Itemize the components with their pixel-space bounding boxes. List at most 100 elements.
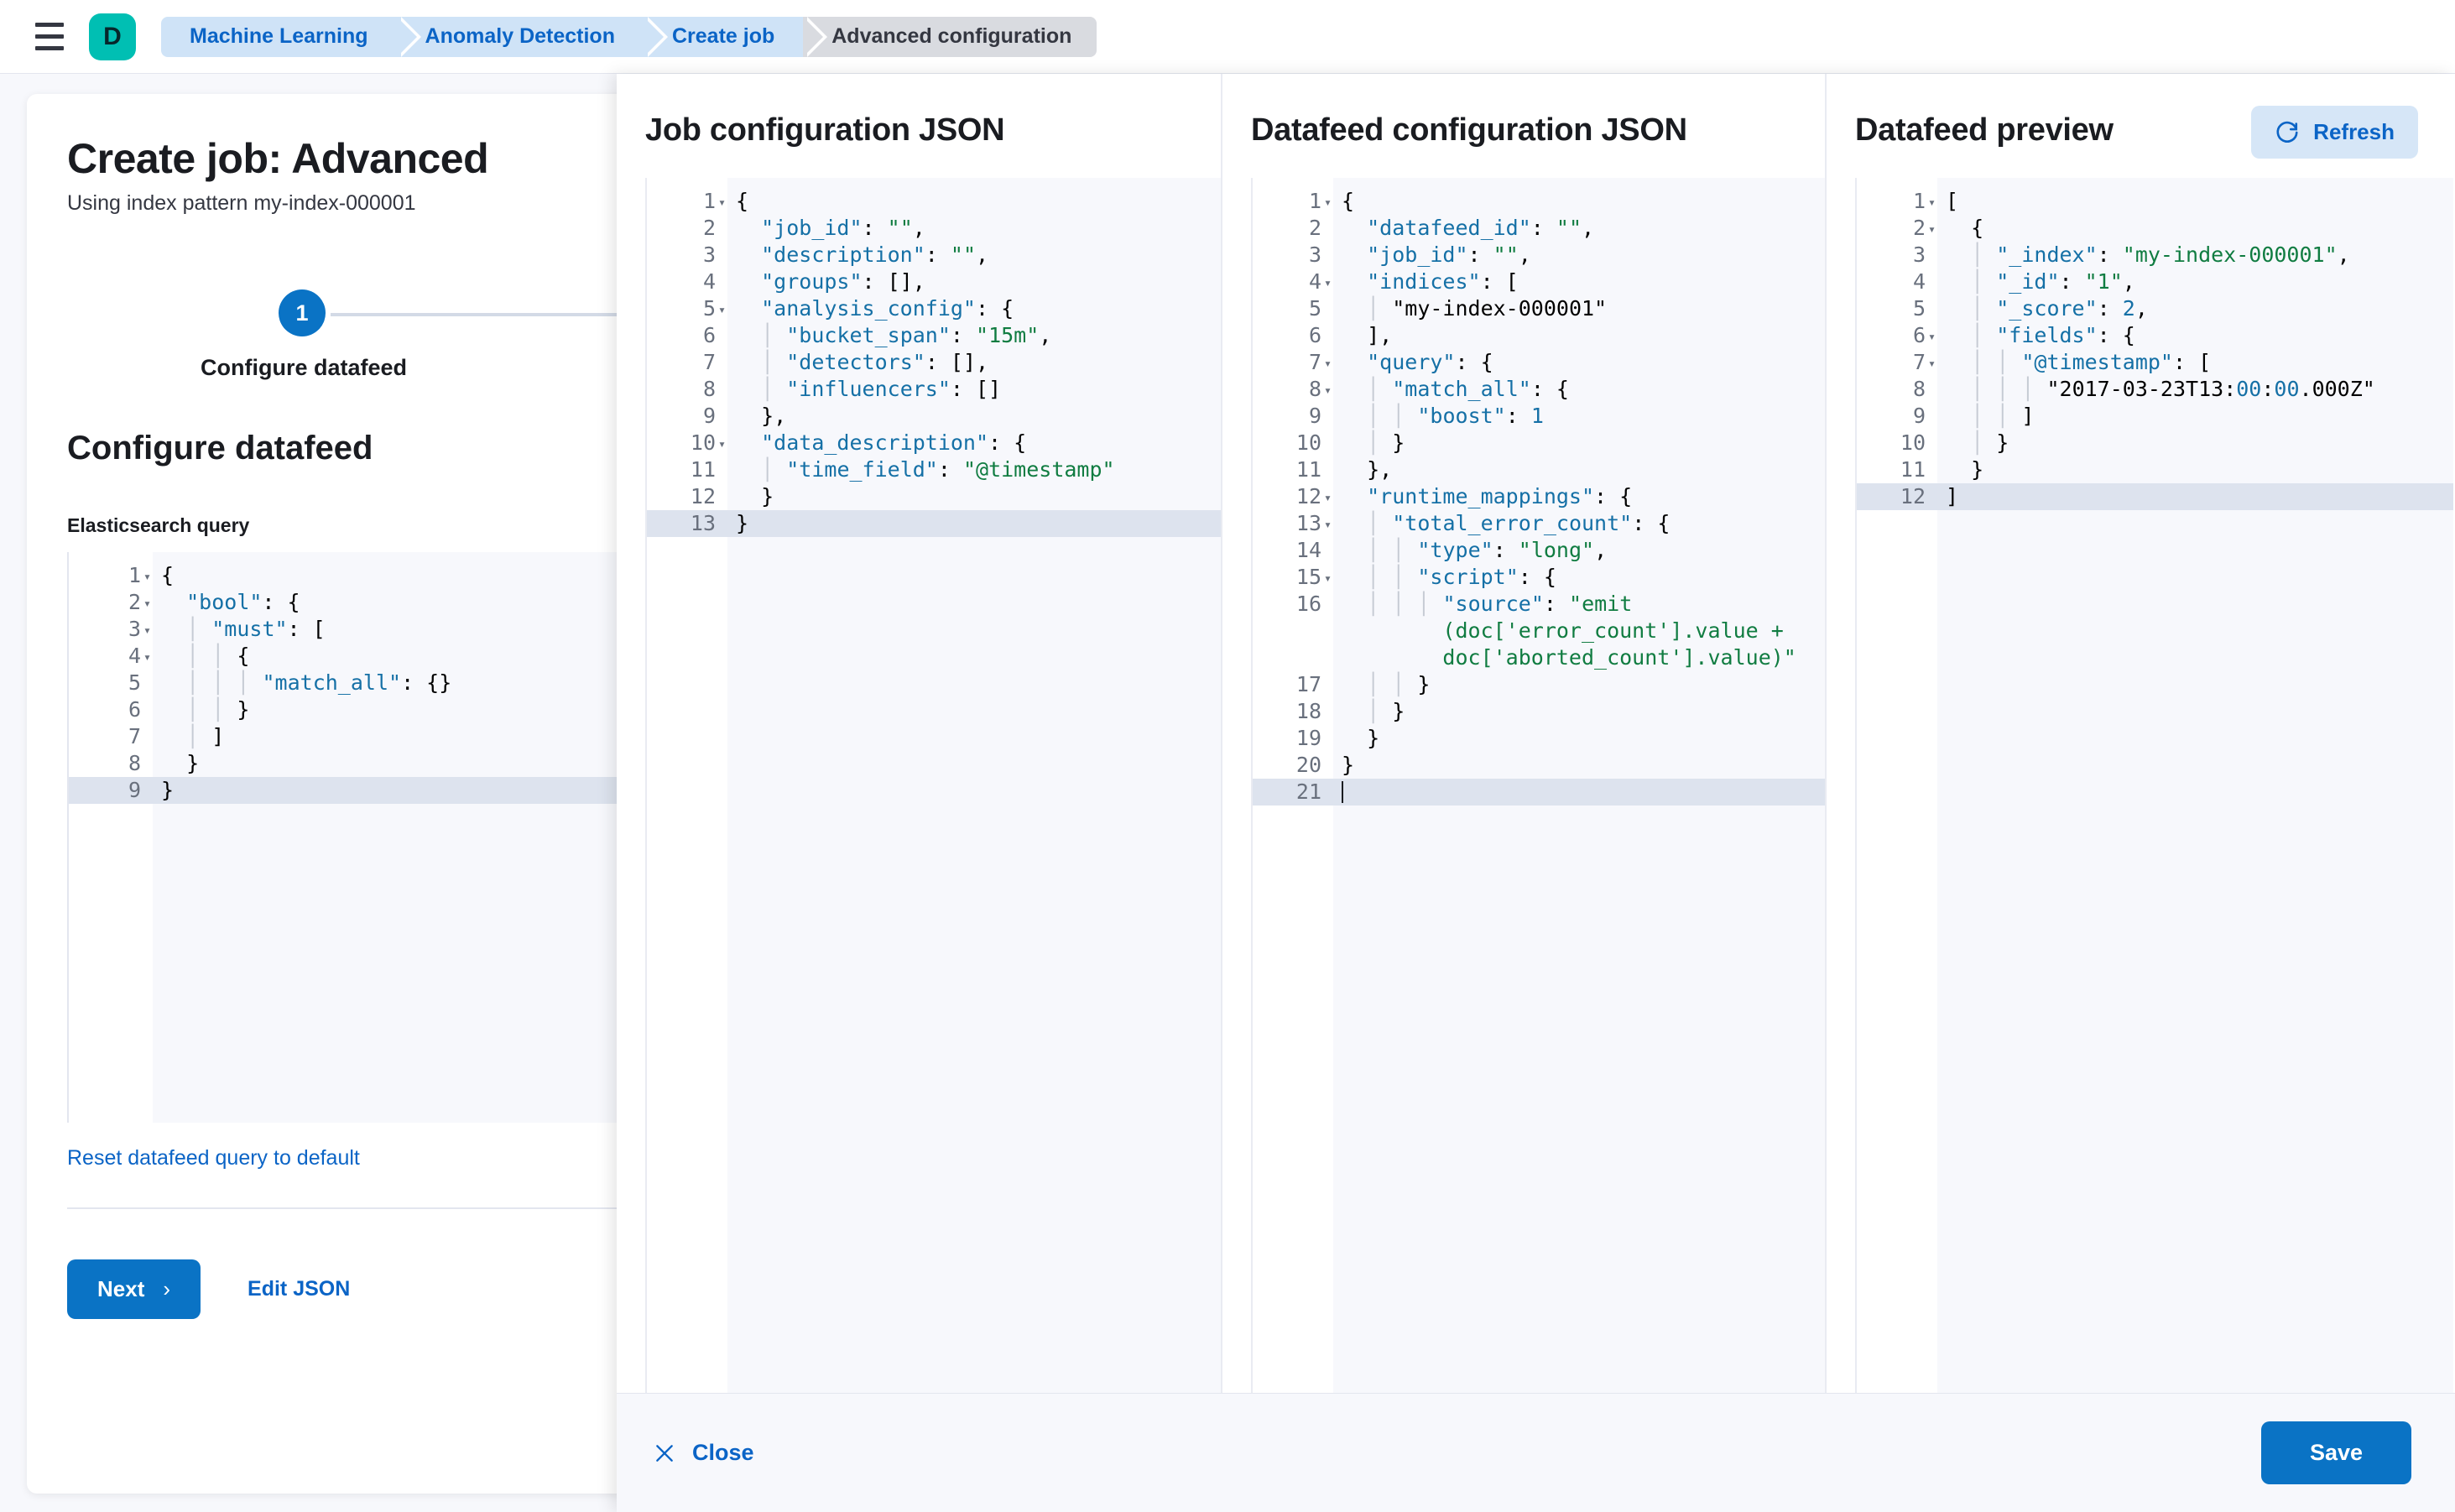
code-line[interactable]: "analysis_config": { [761,296,1014,321]
code-line[interactable]: ], [1342,323,1393,347]
line-number: 7▾ [1253,349,1333,376]
line-number: 5 [1308,296,1321,321]
code-line[interactable]: │ ] [186,724,225,748]
code-line[interactable]: │ "_index": "my-index-000001", [1971,242,2350,267]
code-line[interactable]: [ [1946,189,1959,213]
refresh-button[interactable]: Refresh [2251,106,2418,159]
line-number: 6▾ [1857,322,1937,349]
line-number: 11 [1295,457,1321,482]
fold-arrow-icon: ▾ [143,649,151,665]
fold-arrow-icon: ▾ [1927,222,1936,237]
breadcrumb-item-create-job[interactable]: Create job [643,16,828,57]
line-number: 3▾ [69,616,153,643]
code-line[interactable]: │ "fields": { [1971,323,2135,347]
line-number: 12 [690,484,716,508]
code-line[interactable]: } [727,510,1221,537]
code-line[interactable]: "groups": [], [761,269,925,294]
code-line[interactable]: │ │ { [186,644,250,668]
code-line[interactable]: │ │ "script": { [1367,565,1556,589]
step-circle-1[interactable]: 1 [279,289,326,336]
code-line[interactable]: } [1342,753,1355,777]
code-line[interactable]: │ │ ] [1971,404,2035,428]
code-line[interactable]: │ "total_error_count": { [1367,511,1671,535]
code-line[interactable]: { [1946,216,1984,240]
datafeed-json-code[interactable]: { "datafeed_id": "", "job_id": "", "indi… [1333,178,1825,1393]
code-line[interactable]: │ │ │ "source": "emit (doc['error_count'… [1367,592,1796,670]
code-line[interactable]: │ │ │ "match_all": {} [186,670,452,695]
preview-code[interactable]: [ { │ "_index": "my-index-000001", │ "_i… [1937,178,2453,1393]
code-line[interactable]: "data_description": { [761,430,1027,455]
code-line[interactable]: │ │ "type": "long", [1367,538,1608,562]
line-number: 20 [1295,753,1321,777]
code-line[interactable]: │ "time_field": "@timestamp" [761,457,1115,482]
close-button[interactable]: Close [654,1440,754,1466]
line-number: 5 [1912,296,1926,321]
query-editor-code[interactable]: { "bool": { │ "must": [ │ │ { │ │ │ "mat… [153,552,631,1123]
code-line[interactable]: │ } [1367,430,1405,455]
code-line[interactable]: "job_id": "", [761,216,925,240]
code-line[interactable]: } [1342,726,1380,750]
code-line[interactable]: ] [1937,483,2453,510]
fold-arrow-icon: ▾ [143,623,151,638]
code-line[interactable]: "bool": { [186,590,300,614]
page-title: Create job: Advanced [67,135,489,182]
edit-json-button[interactable]: Edit JSON [248,1277,351,1301]
code-line[interactable]: } [1946,457,1984,482]
code-line[interactable]: "runtime_mappings": { [1367,484,1633,508]
line-number: 9 [702,404,716,428]
code-line[interactable]: │ "bucket_span": "15m", [761,323,1052,347]
next-button-label: Next [97,1276,145,1301]
line-number: 2▾ [69,589,153,616]
breadcrumb: Machine Learning Anomaly Detection Creat… [161,16,1097,57]
fold-arrow-icon: ▾ [143,569,151,584]
code-line[interactable]: │ "detectors": [], [761,350,989,374]
code-line[interactable]: "job_id": "", [1367,242,1531,267]
code-line[interactable]: } [736,484,774,508]
breadcrumb-item-anomaly-detection[interactable]: Anomaly Detection [396,16,669,57]
top-chrome-bar: D Machine Learning Anomaly Detection Cre… [0,0,2455,74]
reset-datafeed-query-link[interactable]: Reset datafeed query to default [67,1146,360,1170]
elasticsearch-query-label: Elasticsearch query [67,514,250,536]
code-line[interactable]: "indices": [ [1367,269,1519,294]
code-line[interactable]: "query": { [1367,350,1493,374]
code-line[interactable]: } [153,777,631,804]
breadcrumb-item-machine-learning[interactable]: Machine Learning [161,16,421,57]
save-button[interactable]: Save [2260,1421,2411,1484]
code-line[interactable]: "datafeed_id": "", [1367,216,1595,240]
code-line[interactable]: │ "_id": "1", [1971,269,2135,294]
code-line[interactable]: }, [736,404,787,428]
code-line[interactable]: │ │ } [1367,672,1431,696]
code-line[interactable]: │ } [1971,430,2009,455]
code-line[interactable]: │ │ } [186,697,250,722]
hamburger-menu-icon[interactable] [30,18,69,56]
code-line[interactable]: { [736,189,749,213]
code-line[interactable]: │ │ │ "2017-03-23T13:00:00.000Z" [1971,377,2375,401]
code-line[interactable]: } [161,751,200,775]
job-json-code[interactable]: { "job_id": "", "description": "", "grou… [727,178,1221,1393]
code-line[interactable]: │ "match_all": { [1367,377,1569,401]
code-line[interactable]: │ │ "@timestamp": [ [1971,350,2212,374]
line-number: 21 [1253,779,1333,806]
code-line[interactable]: │ "influencers": [] [761,377,1002,401]
code-line[interactable]: { [161,563,175,587]
code-line[interactable]: { [1342,189,1355,213]
code-line[interactable]: │ "must": [ [186,617,326,641]
code-line[interactable]: }, [1342,457,1393,482]
code-line[interactable]: │ "_score": 2, [1971,296,2148,321]
code-line[interactable]: │ │ "boost": 1 [1367,404,1544,428]
line-number: 9 [1912,404,1926,428]
code-line[interactable] [1333,779,1825,806]
code-line[interactable]: "description": "", [761,242,989,267]
code-line[interactable]: │ } [1367,699,1405,723]
space-avatar[interactable]: D [89,13,136,60]
refresh-button-label: Refresh [2313,119,2395,144]
next-button[interactable]: Next › [67,1259,201,1319]
code-line[interactable]: │ "my-index-000001" [1367,296,1608,321]
